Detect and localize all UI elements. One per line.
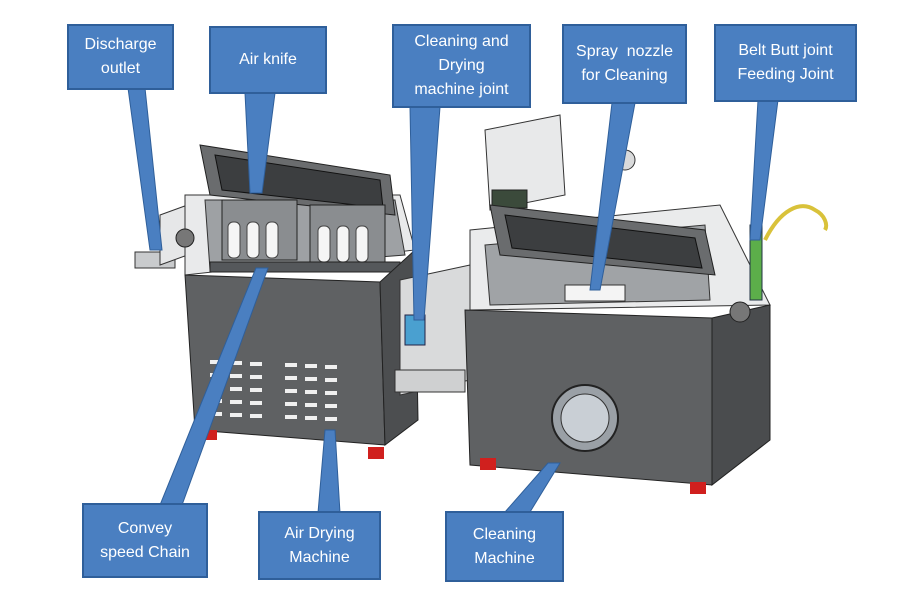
drying-foot (203, 430, 217, 440)
callout-text: outlet (100, 60, 141, 77)
drying-foot (368, 447, 384, 459)
callout-text: Cleaning and (414, 33, 509, 50)
callout-text: machine joint (414, 81, 509, 98)
joint-drawing (394, 264, 471, 396)
cleaning-cap-hole (729, 301, 751, 323)
porthole-glass (560, 393, 610, 443)
leader-discharge-outlet (127, 87, 163, 251)
leader-air-drying (317, 429, 341, 514)
callout-text: Spray nozzle (576, 43, 673, 60)
cleaning-machine-drawing (464, 114, 829, 494)
callout-text: Belt Butt joint (738, 42, 833, 59)
air-knife-tube (227, 221, 241, 259)
callout-text: Discharge (84, 36, 157, 53)
callout-text: Machine (289, 548, 350, 566)
callout-text: Drying (438, 57, 485, 74)
control-panel (491, 189, 528, 209)
air-knife-tube (246, 221, 260, 259)
callout-text: Air Drying (284, 524, 355, 542)
feed-hose (763, 204, 829, 241)
cleaning-foot (480, 458, 496, 470)
control-box (484, 114, 566, 211)
callout-air-knife: Air knife (209, 26, 327, 94)
callout-discharge-outlet: Discharge outlet (67, 24, 174, 90)
callout-text: Convey (117, 519, 173, 537)
convey-chain (209, 261, 401, 273)
callout-text: Feeding Joint (737, 66, 834, 83)
callout-text: Air knife (239, 51, 297, 68)
air-knife-tube (355, 225, 369, 263)
air-knife-tube (265, 221, 279, 259)
callout-convey-speed-chain: Convey speed Chain (82, 503, 208, 578)
leader-belt-butt (749, 99, 779, 241)
drying-cap-hole (175, 228, 195, 248)
cleaning-side-panel (711, 304, 771, 487)
cleaning-foot (690, 482, 706, 494)
callout-text: Machine (474, 549, 535, 567)
callout-text: for Cleaning (581, 67, 668, 84)
callout-text: Cleaning (472, 525, 537, 543)
callout-text: speed Chain (100, 543, 190, 561)
air-knife-tube (317, 225, 331, 263)
air-drying-machine-drawing (134, 144, 419, 459)
callout-spray-nozzle: Spray nozzle for Cleaning (562, 24, 687, 104)
air-knife-tube (336, 225, 350, 263)
